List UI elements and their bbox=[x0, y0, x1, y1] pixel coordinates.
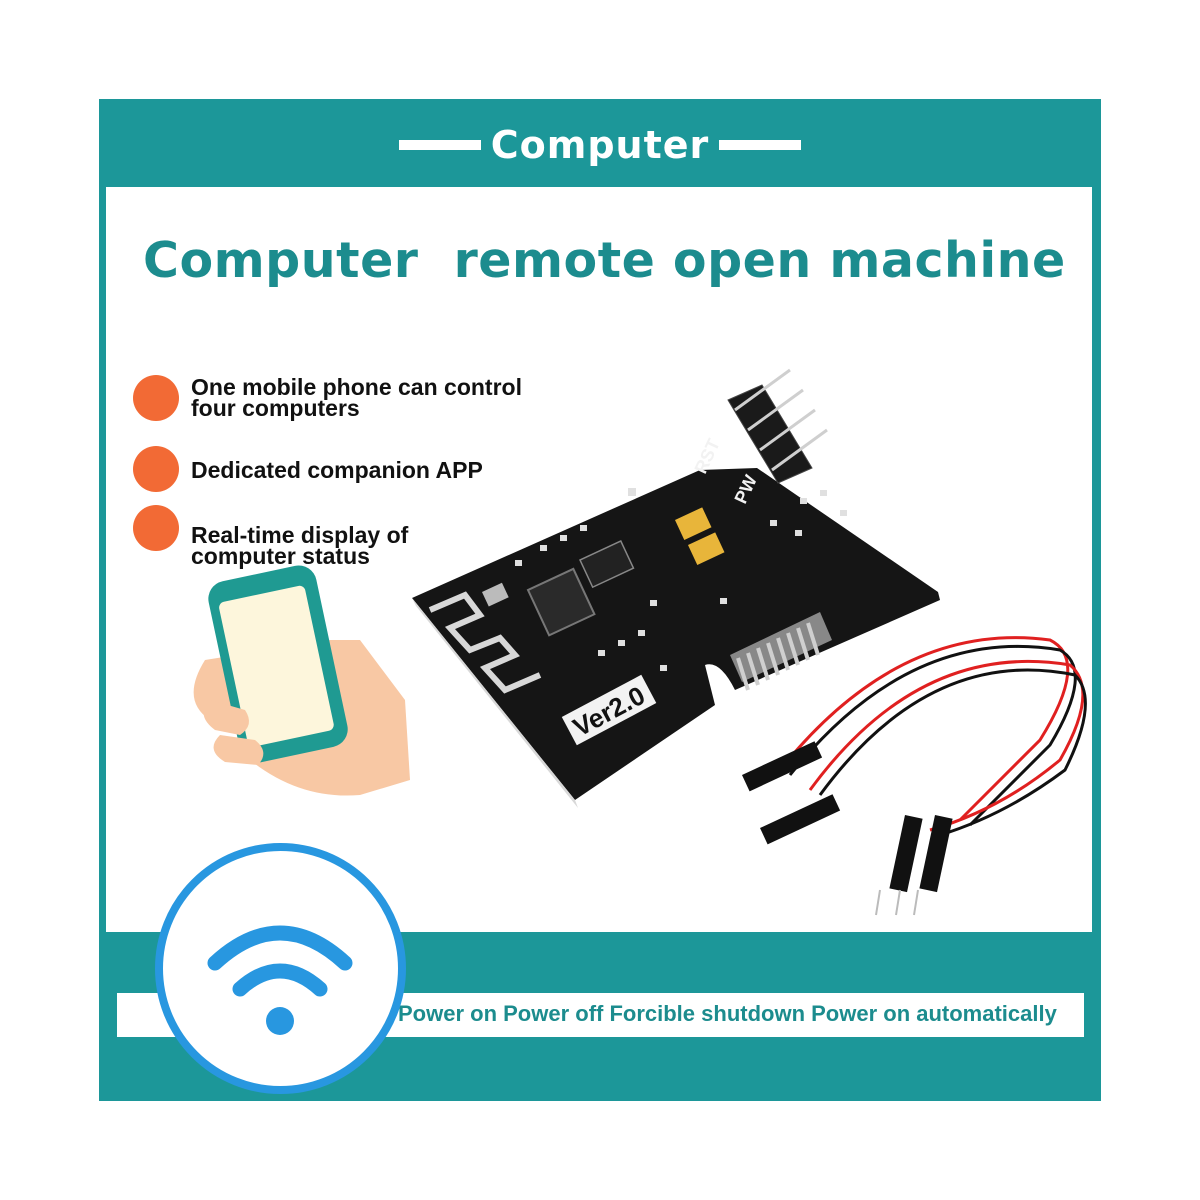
header-right-bar bbox=[719, 140, 802, 150]
header-banner: Computer bbox=[99, 110, 1101, 180]
jumper-cables bbox=[778, 636, 1087, 837]
bullet-dot bbox=[133, 375, 179, 421]
feature-line: One mobile phone can control bbox=[191, 374, 522, 400]
feature-line: Dedicated companion APP bbox=[191, 457, 483, 483]
feature-line: Real-time display of bbox=[191, 522, 409, 548]
wifi-icon bbox=[207, 925, 353, 1035]
wifi-badge bbox=[155, 843, 406, 1094]
page-title: Computer remote open machine bbox=[143, 232, 1066, 289]
feature-text: Real-time display of computer status bbox=[191, 505, 409, 569]
feature-line: computer status bbox=[191, 543, 370, 569]
feature-text: Dedicated companion APP bbox=[191, 446, 483, 483]
dupont-connectors bbox=[742, 741, 953, 916]
feature-item: Real-time display of computer status bbox=[133, 505, 553, 569]
header-pins bbox=[727, 368, 828, 484]
pcb-board: Ver2.0 RST PW bbox=[412, 368, 940, 808]
feature-item: One mobile phone can control four comput… bbox=[133, 375, 553, 421]
feature-item: Dedicated companion APP bbox=[133, 446, 553, 492]
header-title: Computer bbox=[490, 123, 710, 167]
phone-in-hand-icon bbox=[193, 565, 410, 796]
bullet-dot bbox=[133, 446, 179, 492]
header-left-bar bbox=[398, 140, 481, 150]
version-label-bg bbox=[561, 674, 657, 746]
footer-text: Power on Power off Forcible shutdown Pow… bbox=[398, 1001, 1057, 1026]
feature-text: One mobile phone can control four comput… bbox=[191, 374, 522, 421]
bullet-dot bbox=[133, 505, 179, 551]
feature-line: four computers bbox=[191, 395, 360, 421]
edge-connector bbox=[730, 612, 832, 691]
